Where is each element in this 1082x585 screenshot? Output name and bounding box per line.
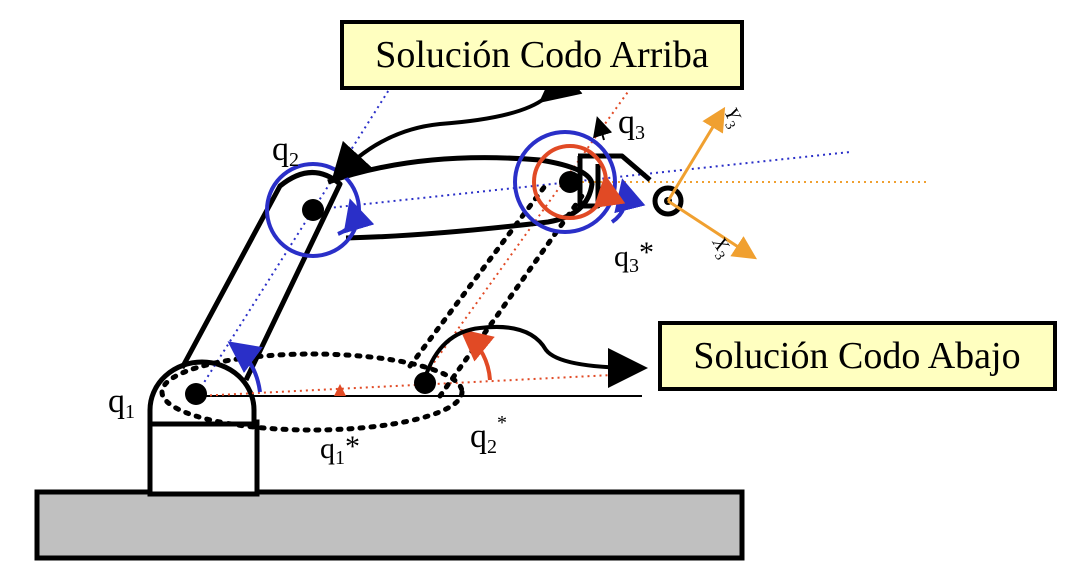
q2-blue-angle-arc [337, 198, 375, 236]
q3-small-arrow [593, 116, 613, 141]
ground-block [34, 489, 745, 561]
elbow-up-link2 [327, 155, 595, 241]
elbow-down-link1-outline [159, 351, 465, 433]
x3-axis-label: X3 [704, 232, 737, 263]
q1-label: q1 [108, 383, 135, 423]
elbow-down-label-box [658, 321, 1057, 391]
elbow-up-label-box [340, 20, 744, 90]
q3-star-red-angle-arc [593, 174, 626, 209]
link1-axis-blue [197, 84, 393, 393]
y3-axis-label: Y3 [716, 104, 747, 132]
joint-q1-dot [185, 383, 207, 405]
robot-base-pedestal [147, 419, 260, 497]
q2-label: q2 [272, 131, 299, 171]
joint-q2-star-dot [414, 372, 436, 394]
q3-label: q3 [618, 104, 645, 144]
q2-star-label: q2* [470, 412, 507, 458]
joint-q2-dot [302, 199, 324, 221]
elbow-down-callout-arrow [423, 325, 648, 388]
elbow-up-label: Solución Codo Arriba [375, 34, 709, 76]
y3-axis-arrow [666, 106, 726, 202]
q2-star-red-angle-arc [459, 328, 495, 381]
elbow-up-callout-arrow [330, 62, 583, 184]
elbow-down-label: Solución Codo Abajo [693, 335, 1020, 377]
q3-star-label: q3* [614, 236, 654, 277]
q1-star-label: q1* [320, 430, 360, 469]
x3-axis-arrow [667, 199, 758, 260]
q1-blue-angle-arc [227, 341, 263, 393]
q1-star-red-marker [334, 384, 346, 396]
elbow-down-link2-right [437, 193, 585, 399]
